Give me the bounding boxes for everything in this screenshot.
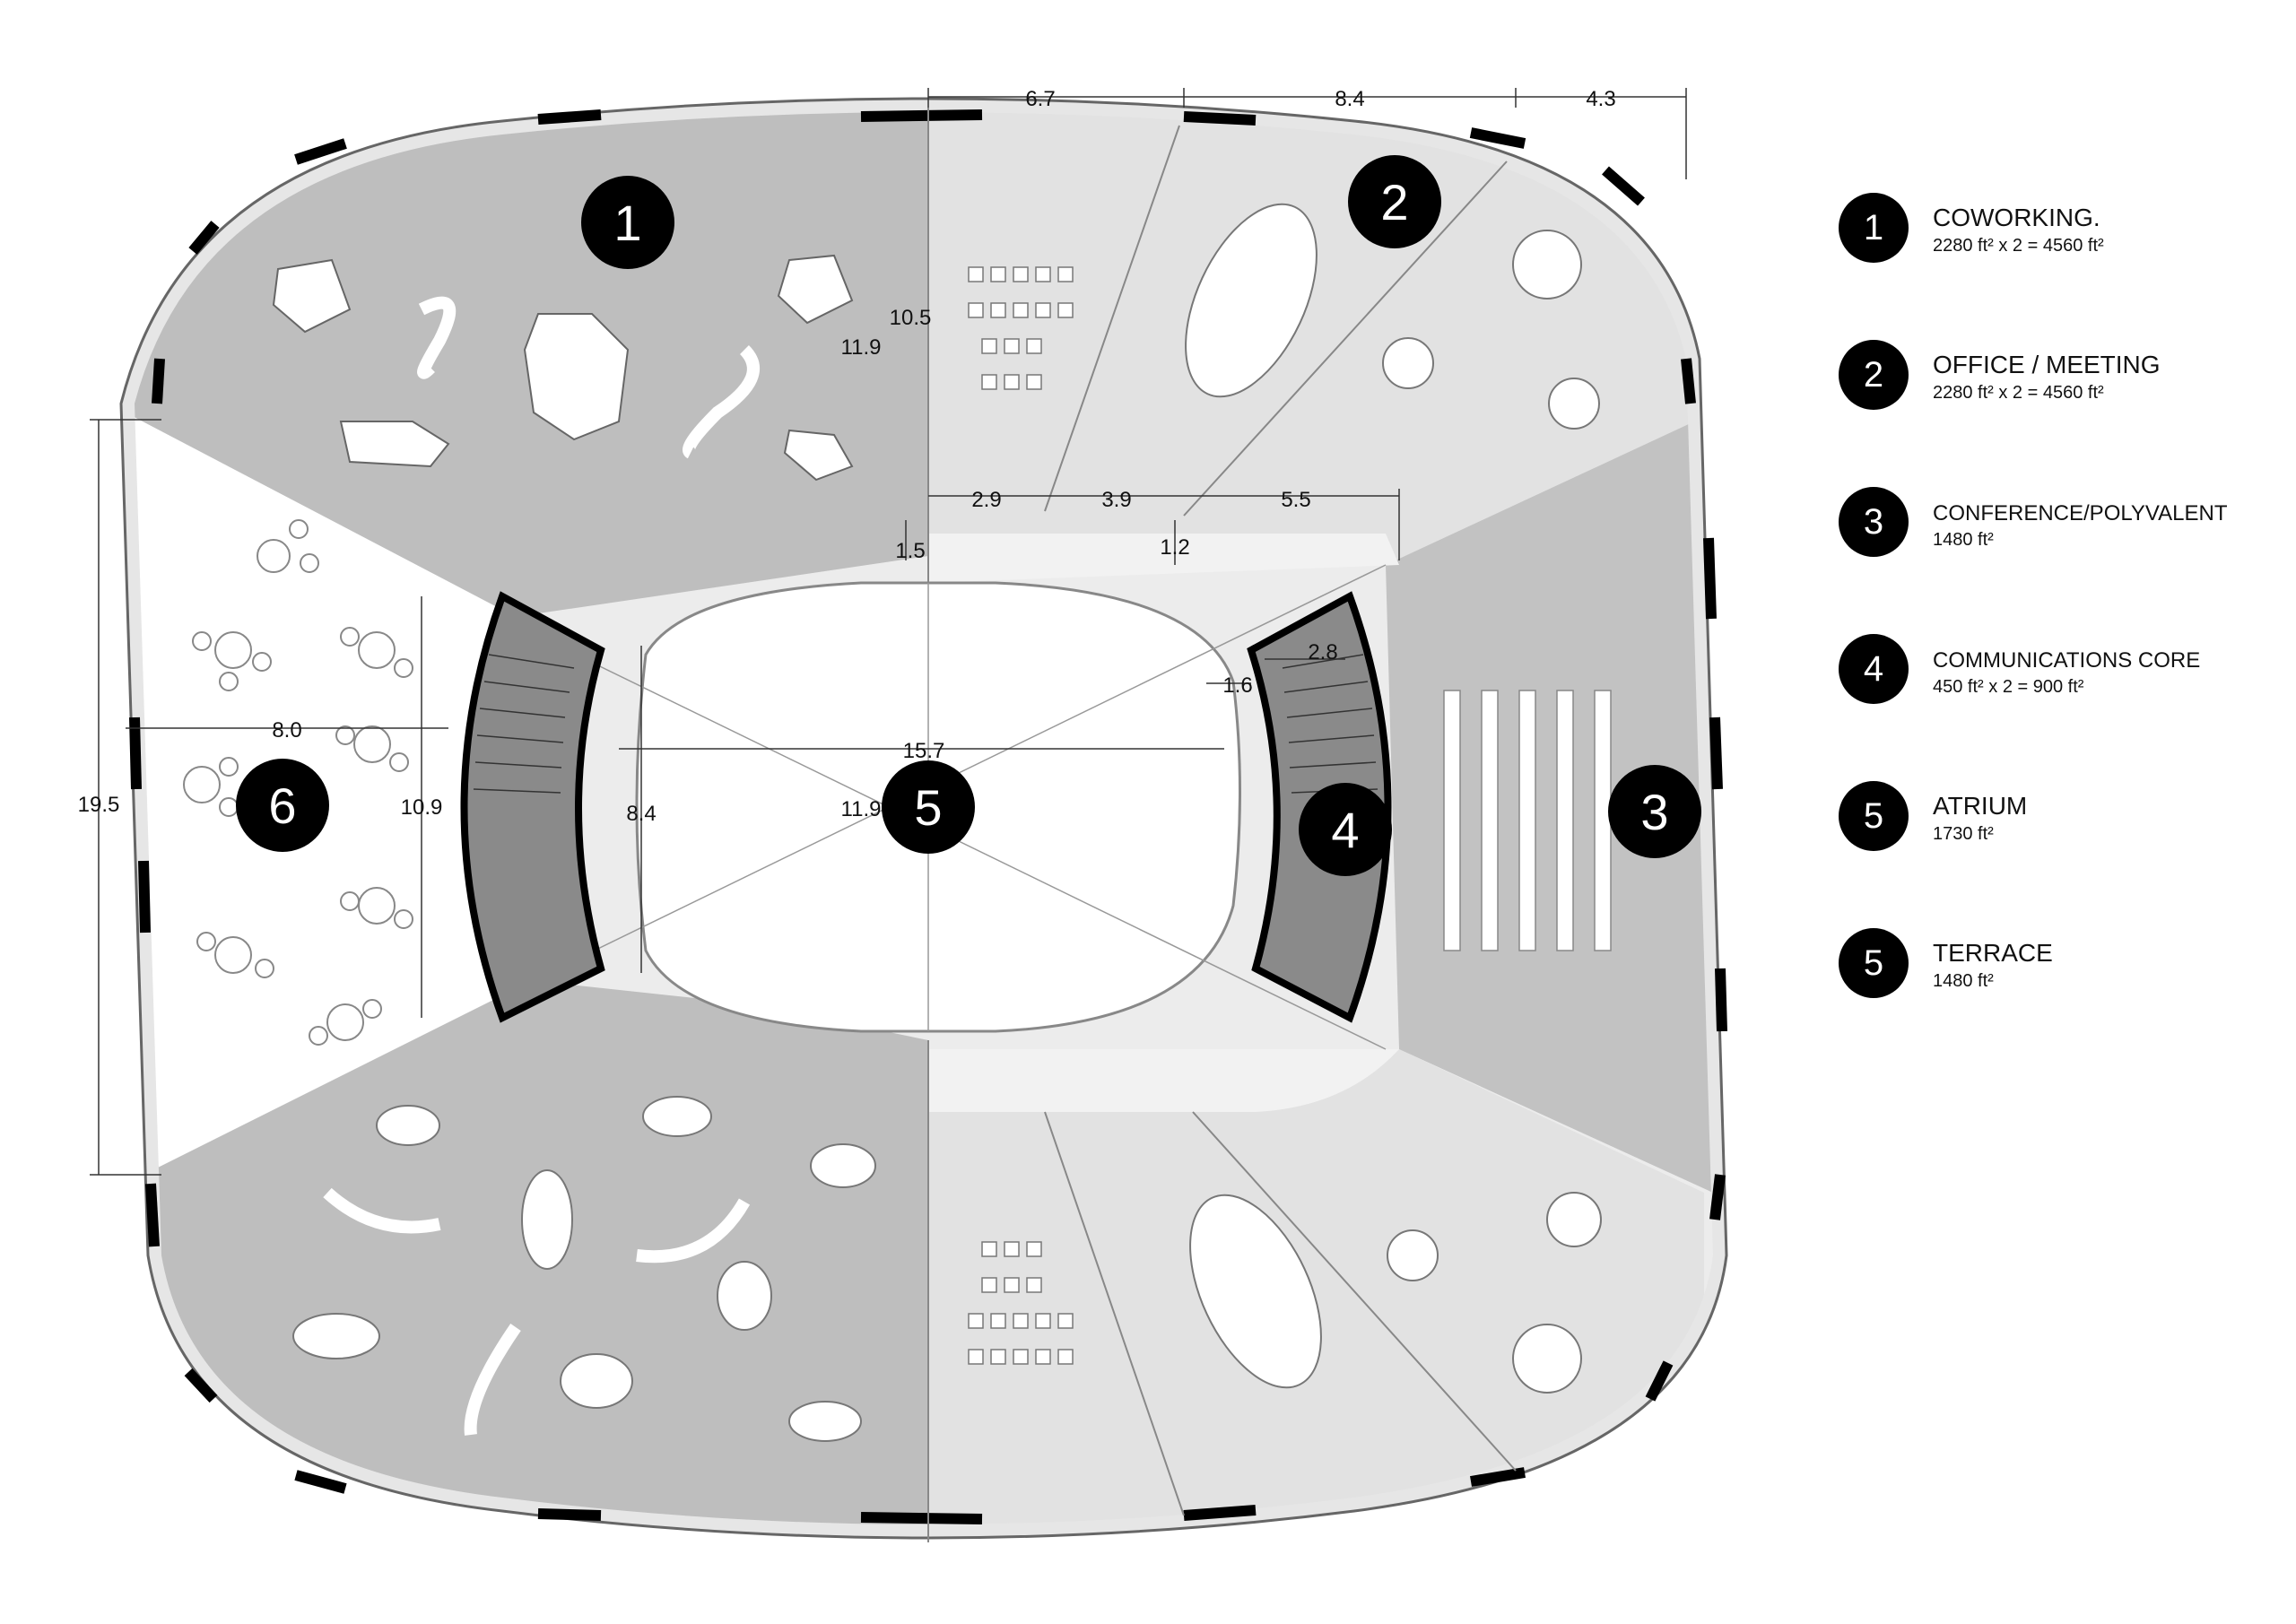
legend: 1 COWORKING. 2280 ft² x 2 = 4560 ft² 2 O… xyxy=(1839,193,2269,1075)
corridor-bottom xyxy=(928,1049,1399,1112)
svg-text:1: 1 xyxy=(613,195,641,251)
dim-atrium-half: 8.4 xyxy=(626,802,656,826)
dim-top-b: 8.4 xyxy=(1335,87,1364,111)
legend-badge: 4 xyxy=(1839,634,1909,704)
dim-mid-a: 2.9 xyxy=(971,488,1001,512)
legend-area: 2280 ft² x 2 = 4560 ft² xyxy=(1933,383,2104,403)
plan-badge-core: 4 xyxy=(1299,783,1392,876)
legend-badge: 5 xyxy=(1839,928,1909,998)
svg-text:3: 3 xyxy=(1640,784,1668,840)
legend-item-terrace: 5 TERRACE 1480 ft² xyxy=(1839,928,2269,1075)
dim-top-a: 6.7 xyxy=(1025,87,1055,111)
legend-badge: 5 xyxy=(1839,781,1909,851)
legend-title: ATRIUM xyxy=(1933,792,2028,820)
dim-atrium-depth: 11.9 xyxy=(841,797,882,821)
lounge-furniture xyxy=(292,1096,876,1442)
legend-item-atrium: 5 ATRIUM 1730 ft² xyxy=(1839,781,2269,928)
zone-conference xyxy=(1386,417,1713,1193)
terrace-furniture xyxy=(183,519,413,1046)
dim-office-depth: 10.5 xyxy=(890,306,932,330)
core-left xyxy=(460,591,605,1023)
legend-item-conference: 3 CONFERENCE/POLYVALENT 1480 ft² xyxy=(1839,487,2269,634)
legend-badge: 2 xyxy=(1839,340,1909,410)
dim-mid-c: 5.5 xyxy=(1281,488,1310,512)
office-chairs xyxy=(968,266,1074,1365)
dim-overall-height: 19.5 xyxy=(78,793,120,817)
dim-atrium-width: 15.7 xyxy=(903,739,945,763)
dim-core-width: 2.8 xyxy=(1308,640,1337,664)
svg-text:4: 4 xyxy=(1331,802,1359,858)
legend-area: 1480 ft² xyxy=(1933,971,1994,991)
legend-area: 1480 ft² xyxy=(1933,530,1994,550)
plan-badge-conference: 3 xyxy=(1608,765,1701,858)
svg-text:2: 2 xyxy=(1380,174,1408,230)
dim-gap-right: 1.2 xyxy=(1160,535,1189,560)
legend-title: COMMUNICATIONS CORE xyxy=(1933,648,2201,673)
dim-terrace-span: 10.9 xyxy=(401,795,443,820)
window-frames xyxy=(129,109,1727,1524)
svg-text:5: 5 xyxy=(914,779,942,836)
zone-office-top xyxy=(928,112,1704,565)
legend-title: CONFERENCE/POLYVALENT xyxy=(1933,501,2228,525)
legend-item-coworking: 1 COWORKING. 2280 ft² x 2 = 4560 ft² xyxy=(1839,193,2269,340)
coworking-furniture xyxy=(272,254,854,482)
legend-item-core: 4 COMMUNICATIONS CORE 450 ft² x 2 = 900 … xyxy=(1839,634,2269,781)
dim-terrace-depth: 8.0 xyxy=(272,718,301,743)
dim-core-gap: 1.6 xyxy=(1222,673,1252,698)
legend-title: OFFICE / MEETING xyxy=(1933,351,2161,378)
zone-office-bottom xyxy=(928,1049,1704,1524)
legend-title: TERRACE xyxy=(1933,939,2053,967)
dim-mid-b: 3.9 xyxy=(1101,488,1131,512)
corridor-top xyxy=(928,534,1399,583)
office-furniture xyxy=(1185,203,1602,1394)
dim-top-c: 4.3 xyxy=(1586,87,1615,111)
svg-text:6: 6 xyxy=(268,777,296,834)
zone-coworking-bottom xyxy=(135,977,928,1524)
legend-badge: 3 xyxy=(1839,487,1909,557)
legend-badge: 1 xyxy=(1839,193,1909,263)
dim-gap-left: 1.5 xyxy=(895,539,925,563)
dimension-lines xyxy=(90,88,1687,1176)
legend-area: 2280 ft² x 2 = 4560 ft² xyxy=(1933,236,2104,256)
plan-badge-coworking: 1 xyxy=(581,176,674,269)
plan-badge-terrace: 6 xyxy=(236,759,329,852)
legend-title: COWORKING. xyxy=(1933,204,2100,231)
legend-item-office: 2 OFFICE / MEETING 2280 ft² x 2 = 4560 f… xyxy=(1839,340,2269,487)
dim-coworking-depth: 11.9 xyxy=(841,335,882,360)
legend-area: 450 ft² x 2 = 900 ft² xyxy=(1933,677,2084,697)
legend-area: 1730 ft² xyxy=(1933,824,1994,844)
plan-badge-atrium: 5 xyxy=(882,760,975,854)
plan-badge-office: 2 xyxy=(1348,155,1441,248)
